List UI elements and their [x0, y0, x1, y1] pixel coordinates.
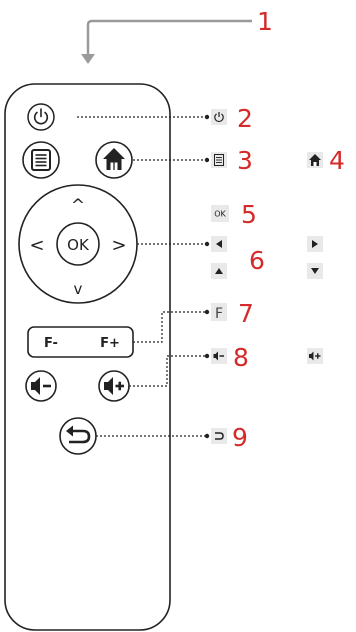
callout-9-icon-box — [211, 428, 227, 444]
callout-number-4: 4 — [329, 146, 345, 175]
focus-minus-label: F- — [44, 336, 58, 351]
dpad-up[interactable]: ^ — [71, 196, 85, 216]
left-arrow-icon — [216, 240, 222, 248]
volume-up-button[interactable] — [98, 370, 130, 402]
callout-1-arrowhead — [81, 54, 95, 64]
callout-7-icon-box — [211, 303, 227, 321]
callout-7: F 7 — [133, 299, 254, 343]
callout-1-leader — [86, 19, 252, 56]
dpad-right[interactable]: > — [111, 235, 126, 256]
callout-number-2: 2 — [237, 104, 253, 133]
ok-button[interactable]: OK — [56, 222, 100, 266]
home-icon — [309, 154, 321, 166]
dpad: ^ v < > OK — [18, 184, 138, 304]
callout-1: 1 — [81, 7, 273, 64]
callout-number-5: 5 — [241, 200, 257, 229]
callout-8-down-box — [211, 348, 227, 364]
menu-icon — [31, 149, 51, 171]
back-icon — [215, 432, 224, 440]
up-arrow-icon — [215, 268, 223, 274]
callout-number-6: 6 — [249, 246, 265, 275]
callout-6: 6 — [137, 236, 323, 279]
power-icon — [214, 112, 224, 123]
callout-4: 4 — [307, 146, 345, 175]
callout-2: 2 — [77, 104, 253, 133]
dpad-down[interactable]: v — [74, 280, 83, 298]
ok-icon: OK — [214, 210, 226, 219]
volume-down-icon — [31, 377, 51, 395]
menu-button[interactable] — [22, 141, 60, 179]
back-icon — [66, 425, 91, 444]
home-icon — [103, 148, 125, 170]
f-icon: F — [215, 306, 223, 322]
volume-down-button[interactable] — [25, 370, 57, 402]
back-button[interactable] — [59, 417, 97, 455]
dpad-left[interactable]: < — [29, 235, 44, 256]
volume-up-icon — [309, 351, 321, 361]
callout-5-icon-box — [211, 205, 229, 222]
ok-button-label: OK — [67, 236, 90, 254]
callout-8: 8 — [129, 343, 323, 387]
down-arrow-icon — [311, 268, 319, 274]
focus-button[interactable]: F- F+ — [27, 326, 134, 358]
callout-number-1: 1 — [257, 7, 273, 36]
callout-5: OK 5 — [211, 200, 257, 229]
power-icon — [33, 108, 49, 125]
callout-3: 3 — [133, 146, 253, 175]
callout-number-9: 9 — [232, 423, 248, 452]
callout-number-7: 7 — [238, 299, 254, 328]
volume-up-icon — [104, 377, 124, 395]
right-arrow-icon — [312, 240, 318, 248]
callout-number-8: 8 — [233, 343, 249, 372]
home-button[interactable] — [95, 141, 133, 179]
callout-9: 9 — [96, 423, 248, 452]
focus-plus-label: F+ — [100, 336, 120, 351]
callout-number-3: 3 — [237, 146, 253, 175]
volume-down-icon — [213, 351, 224, 361]
menu-icon — [214, 154, 224, 166]
power-button[interactable] — [27, 103, 55, 131]
